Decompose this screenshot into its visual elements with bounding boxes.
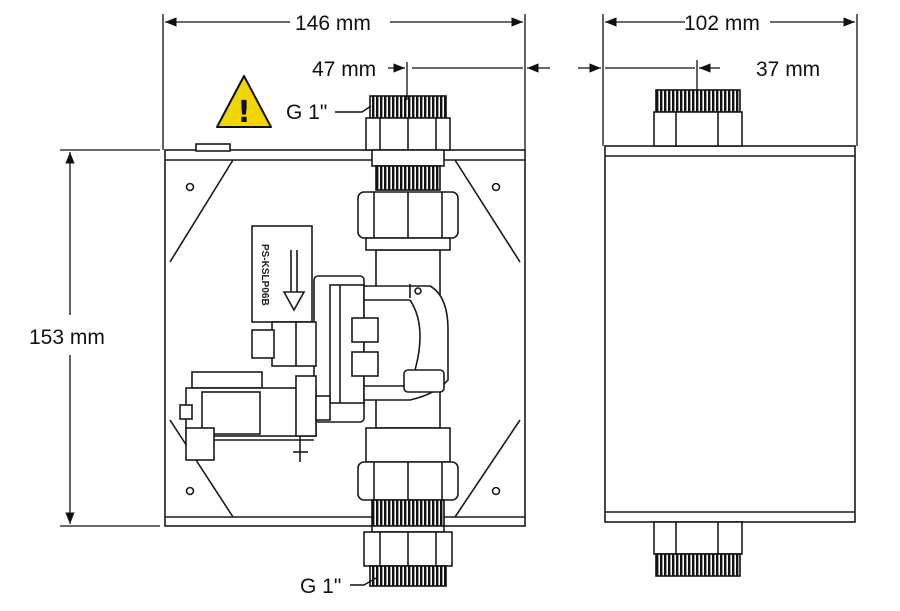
mount-hole-tr bbox=[491, 182, 501, 192]
flow-direction-arrow-icon bbox=[282, 250, 306, 312]
lower-union-nut bbox=[357, 427, 459, 527]
dimension-lines-front bbox=[60, 14, 550, 527]
bottom-connection-leader bbox=[350, 577, 377, 586]
width-dimension-label: 146 mm bbox=[295, 12, 371, 35]
svg-text:!: ! bbox=[237, 95, 251, 130]
side-housing bbox=[604, 145, 856, 523]
warning-triangle-icon: ! bbox=[216, 75, 272, 130]
side-bottom-connector bbox=[653, 521, 743, 577]
solenoid-valve-body bbox=[313, 275, 449, 423]
valve-model-label: PS-KSLP06B bbox=[259, 244, 270, 306]
side-view bbox=[604, 89, 856, 577]
bottom-connection-label: G 1" bbox=[300, 575, 341, 598]
bottom-connector bbox=[363, 525, 453, 587]
mount-hole-tl bbox=[185, 182, 195, 192]
top-connector bbox=[365, 95, 451, 191]
side-inlet-offset-dimension-label: 37 mm bbox=[756, 58, 820, 81]
dimension-lines-side bbox=[578, 14, 858, 146]
mount-hole-br bbox=[491, 486, 501, 496]
top-connection-leader bbox=[335, 105, 372, 113]
inlet-offset-dimension-label: 47 mm bbox=[312, 58, 376, 81]
front-view: PS-KSLP06B bbox=[164, 95, 526, 587]
top-connection-label: G 1" bbox=[286, 101, 327, 124]
side-width-dimension-label: 102 mm bbox=[684, 12, 760, 35]
upper-union-nut bbox=[357, 191, 459, 251]
solenoid-coil bbox=[251, 225, 317, 367]
side-top-connector bbox=[653, 89, 743, 147]
height-dimension-label: 153 mm bbox=[29, 326, 105, 349]
electronic-module bbox=[179, 371, 331, 462]
mount-hole-bl bbox=[185, 486, 195, 496]
